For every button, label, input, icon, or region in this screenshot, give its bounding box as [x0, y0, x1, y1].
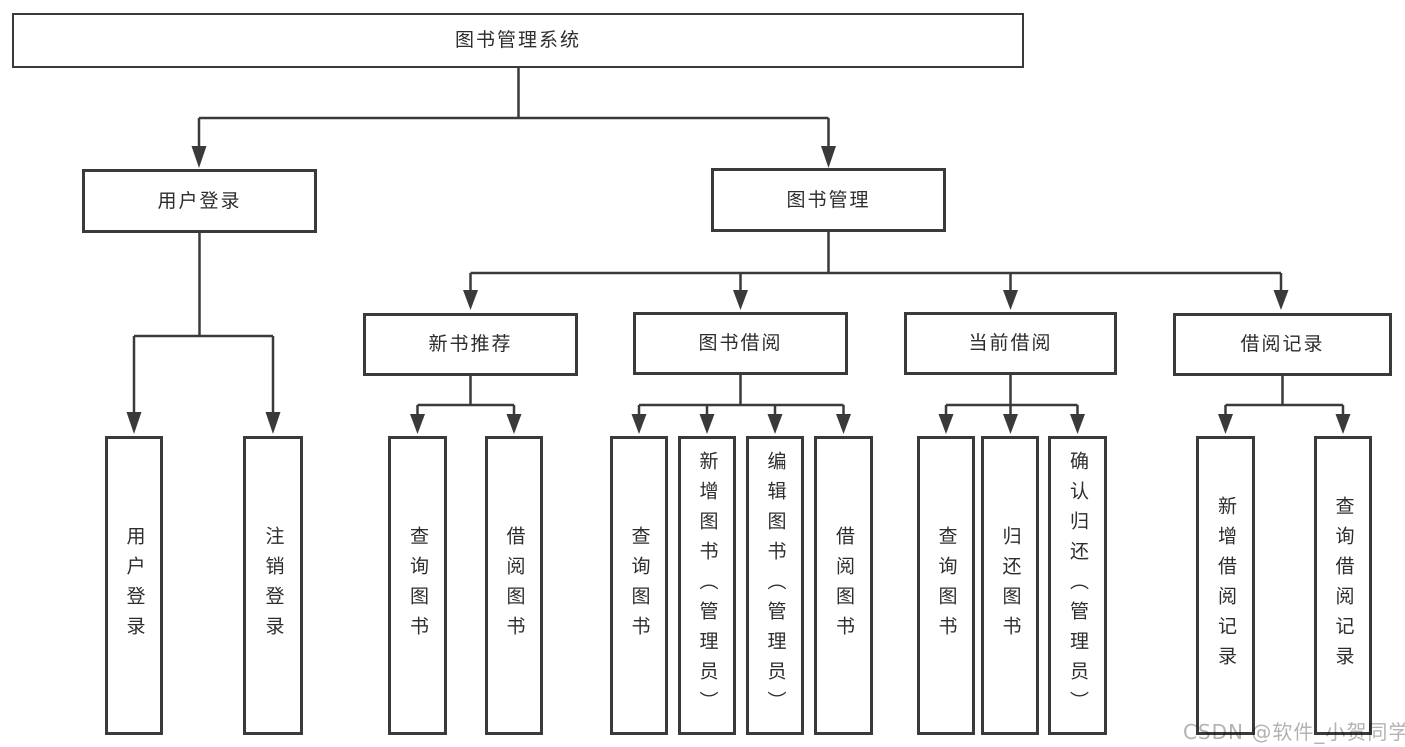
leaf-user-login: 用户登录 — [105, 436, 163, 735]
leaf-confirm-return-admin: 确认归还（管理员） — [1048, 436, 1107, 735]
leaf-query-books-current: 查询图书 — [917, 436, 975, 735]
node-current-borrow: 当前借阅 — [904, 312, 1117, 375]
node-user-login: 用户登录 — [82, 169, 317, 233]
node-book-management: 图书管理 — [711, 168, 946, 232]
leaf-logout: 注销登录 — [243, 436, 303, 735]
node-root: 图书管理系统 — [12, 13, 1024, 68]
csdn-watermark: CSDN @软件_小贺同学 — [1183, 720, 1405, 744]
leaf-query-books-recommend: 查询图书 — [388, 436, 447, 735]
node-borrow-records: 借阅记录 — [1173, 313, 1392, 376]
leaf-return-books: 归还图书 — [981, 436, 1039, 735]
leaf-query-borrow-record: 查询借阅记录 — [1314, 436, 1372, 735]
leaf-query-books-borrow: 查询图书 — [610, 436, 668, 735]
leaf-borrow-books-recommend: 借阅图书 — [485, 436, 543, 735]
leaf-add-books-admin: 新增图书（管理员） — [678, 436, 736, 735]
leaf-edit-books-admin: 编辑图书（管理员） — [746, 436, 804, 735]
node-book-borrow: 图书借阅 — [633, 312, 848, 375]
node-new-book-recommend: 新书推荐 — [363, 313, 578, 376]
leaf-add-borrow-record: 新增借阅记录 — [1196, 436, 1255, 735]
leaf-borrow-books: 借阅图书 — [814, 436, 873, 735]
